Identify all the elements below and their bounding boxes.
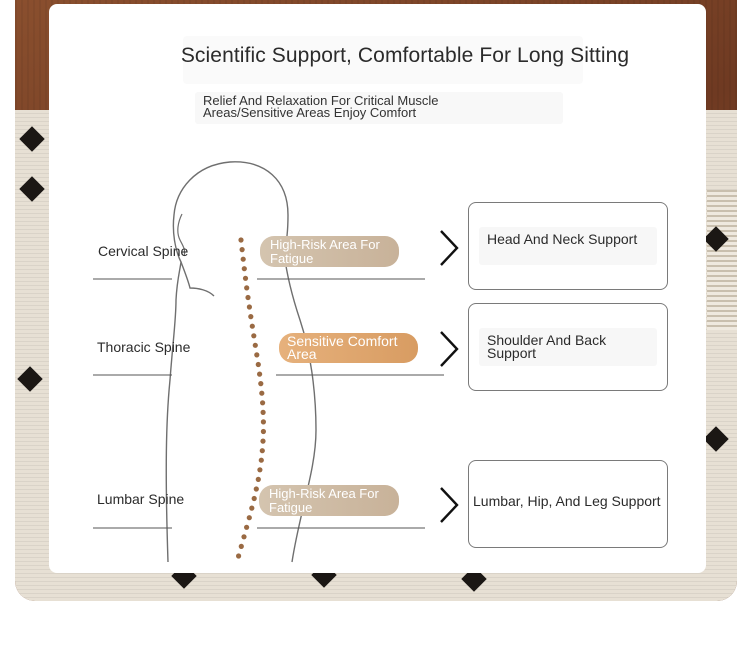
area-tag-thoracic: Sensitive Comfort Area — [279, 333, 418, 363]
spine-label-lumbar: Lumbar Spine — [97, 491, 185, 507]
spine-vertebra-dot — [259, 390, 265, 396]
spine-vertebra-dot — [239, 247, 245, 253]
page-title: Scientific Support, Comfortable For Long… — [180, 44, 630, 67]
spine-vertebra-dot — [253, 486, 259, 492]
spine-vertebra-dot — [254, 352, 260, 358]
support-label-head-neck: Head And Neck Support — [487, 231, 638, 247]
spine-vertebra-dot — [249, 505, 255, 511]
spine-vertebra-dot — [238, 237, 244, 243]
spine-vertebra-dot — [244, 524, 250, 530]
spine-vertebra-dot — [260, 419, 266, 425]
support-label-lumbar-hip-leg: Lumbar, Hip, And Leg Support — [473, 493, 661, 509]
rug-fringe — [707, 190, 737, 330]
support-box-shoulder-back: Shoulder And Back Support — [468, 303, 668, 391]
title-backdrop — [183, 36, 583, 84]
spine-vertebra-dot — [245, 294, 251, 301]
support-box-backdrop — [479, 227, 657, 265]
spine-vertebra-dot — [252, 342, 258, 348]
spine-vertebra-dot — [246, 304, 252, 310]
spine-vertebra-dot — [258, 381, 264, 387]
spine-vertebra-dot — [259, 448, 265, 454]
spine-vertebra-dot — [255, 476, 261, 482]
area-tag-cervical: High-Risk Area For Fatigue — [260, 236, 399, 267]
spine-vertebra-dot — [251, 495, 257, 502]
spine-label-thoracic: Thoracic Spine — [97, 339, 191, 355]
spine-vertebra-dot — [236, 553, 242, 559]
spine-vertebra-dot — [260, 428, 266, 435]
spine-vertebra-dot — [240, 256, 246, 262]
silhouette-face-detail — [177, 213, 186, 257]
silhouette-back-line — [165, 161, 317, 563]
spine-vertebra-dot — [255, 361, 261, 368]
subtitle-backdrop — [195, 92, 563, 124]
spine-vertebra-dot — [260, 409, 266, 415]
spine-vertebra-dot — [248, 314, 254, 320]
spine-vertebra-dot — [249, 323, 255, 329]
area-tag-lumbar: High-Risk Area For Fatigue — [259, 485, 399, 516]
spine-dots-icon — [236, 237, 266, 559]
page-subtitle: Relief And Relaxation For Critical Muscl… — [203, 93, 439, 120]
chevron-right-icon — [440, 487, 459, 523]
chevron-right-icon — [440, 230, 459, 266]
spine-vertebra-dot — [257, 467, 263, 473]
spine-vertebra-dot — [260, 400, 266, 406]
support-box-backdrop — [479, 328, 657, 366]
spine-label-cervical: Cervical Spine — [98, 243, 189, 259]
spine-vertebra-dot — [242, 275, 249, 281]
spine-vertebra-dot — [244, 285, 250, 291]
spine-vertebra-dot — [258, 457, 264, 463]
spine-vertebra-dot — [241, 266, 247, 272]
spine-vertebra-dot — [238, 543, 244, 550]
support-box-lumbar-hip-leg: Lumbar, Hip, And Leg Support — [468, 460, 668, 548]
support-label-shoulder-back: Shoulder And Back Support — [487, 332, 607, 361]
spine-vertebra-dot — [246, 515, 252, 521]
silhouette-face-line — [180, 261, 215, 297]
spine-vertebra-dot — [241, 534, 247, 540]
chevron-right-icon — [440, 331, 459, 367]
spine-vertebra-dot — [260, 438, 266, 444]
support-box-head-neck: Head And Neck Support — [468, 202, 668, 290]
spine-vertebra-dot — [251, 333, 257, 339]
spine-vertebra-dot — [257, 371, 263, 377]
